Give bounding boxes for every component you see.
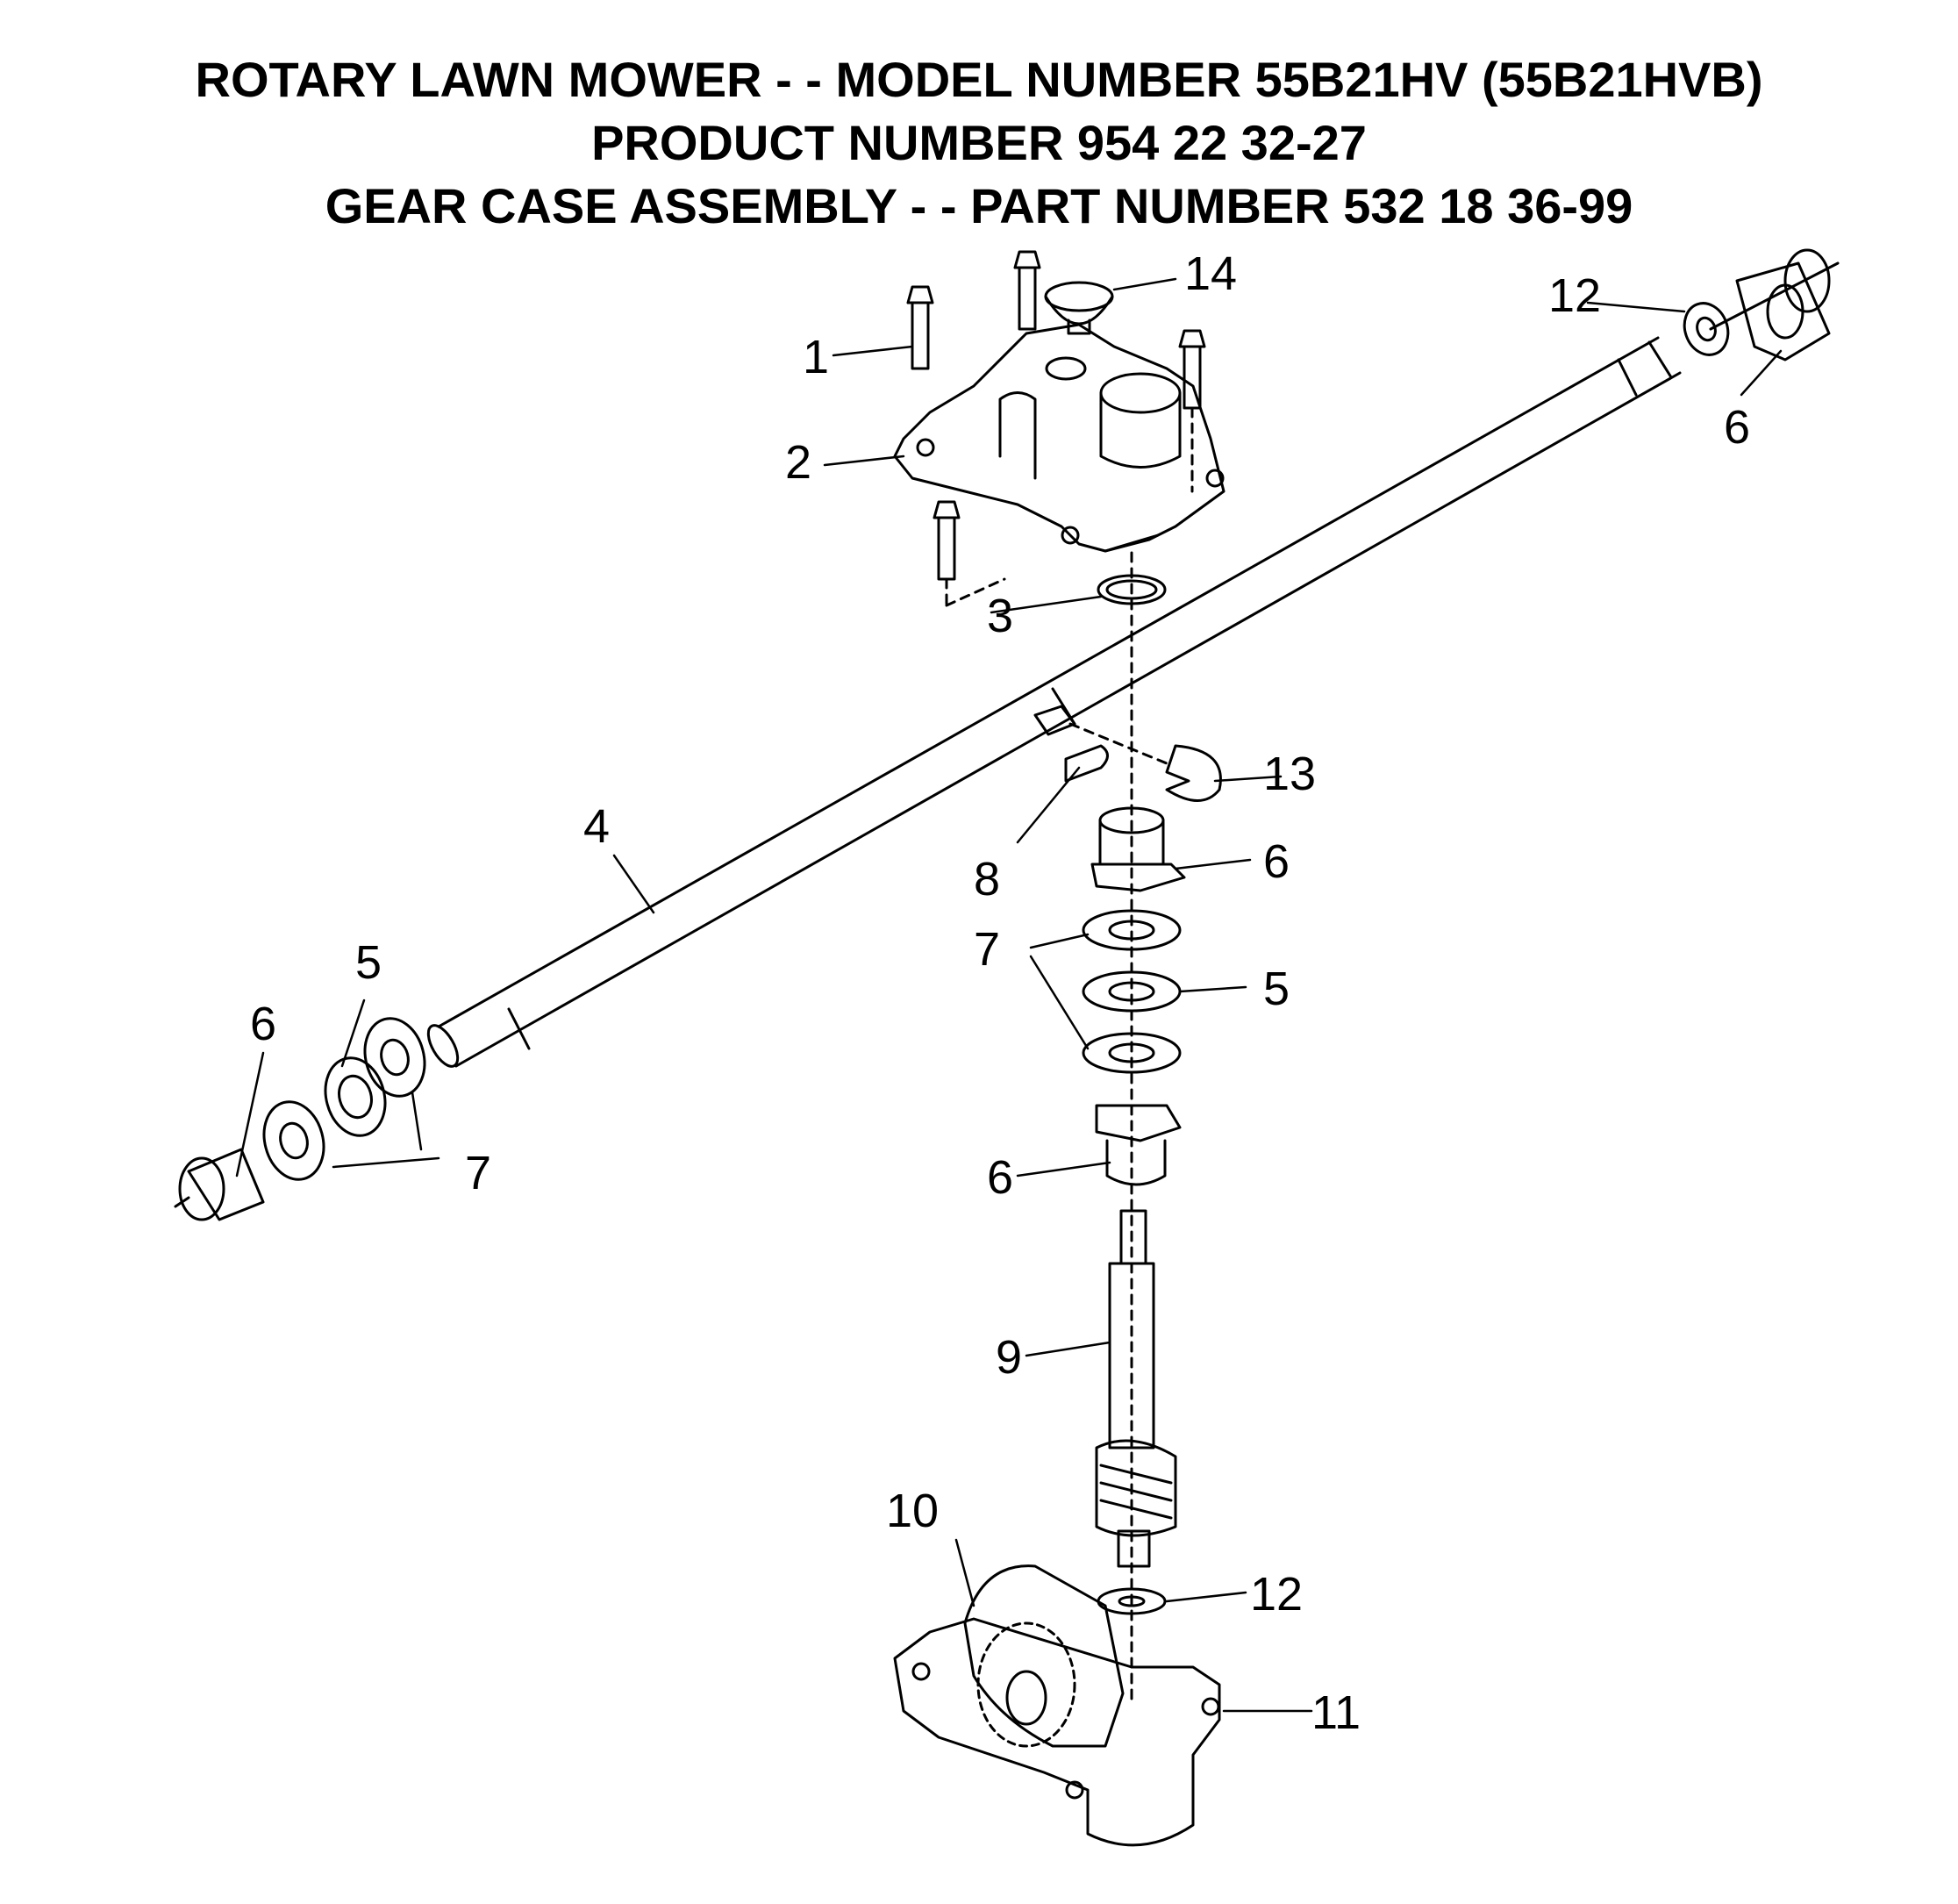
callout-5-left: 5 (355, 936, 382, 989)
retaining-clip (1165, 744, 1222, 802)
callout-4: 4 (583, 800, 610, 853)
callout-3: 3 (987, 590, 1013, 642)
bearing-lower (1095, 1104, 1182, 1186)
callout-12-bottom: 12 (1250, 1568, 1303, 1621)
oil-plug (1044, 281, 1114, 335)
worm-gear (963, 1564, 1125, 1748)
callout-2: 2 (785, 436, 811, 489)
title-line-assembly: GEAR CASE ASSEMBLY - - PART NUMBER 532 1… (325, 178, 1633, 233)
left-end-assembly (174, 1017, 426, 1221)
callout-12-top: 12 (1548, 269, 1601, 322)
thrust-washer-top (1683, 302, 1730, 356)
title-line-model: ROTARY LAWN MOWER - - MODEL NUMBER 55B21… (195, 52, 1763, 107)
callout-6-left: 6 (250, 998, 276, 1050)
callout-13: 13 (1263, 748, 1316, 800)
washer-stack (1082, 909, 1182, 1074)
worm-shaft (1095, 1209, 1177, 1568)
shaft-key (1064, 744, 1109, 783)
gear-case-cover (893, 323, 1226, 553)
callout-11: 11 (1311, 1686, 1361, 1739)
callout-6-lower: 6 (987, 1151, 1013, 1204)
callout-6-top-right: 6 (1724, 401, 1750, 454)
lower-gear-case (893, 1617, 1221, 1847)
bearing-upper (1090, 806, 1186, 892)
oil-seal (1097, 574, 1167, 605)
callout-9: 9 (996, 1331, 1022, 1384)
callout-7-middle: 7 (974, 923, 1000, 976)
title-line-product: PRODUCT NUMBER 954 22 32-27 (591, 115, 1367, 170)
callout-10: 10 (886, 1485, 939, 1537)
callout-14: 14 (1184, 247, 1237, 300)
callout-5-right: 5 (1263, 963, 1290, 1015)
cover-bolt (906, 250, 1206, 581)
callout-1: 1 (803, 331, 829, 383)
diagram-title: ROTARY LAWN MOWER - - MODEL NUMBER 55B21… (0, 48, 1958, 238)
callout-8: 8 (974, 853, 1000, 905)
callout-7-left: 7 (465, 1147, 491, 1199)
callout-6-middle: 6 (1263, 835, 1290, 888)
axle-shaft (426, 261, 1840, 1068)
bearing-top-right (1735, 248, 1831, 361)
